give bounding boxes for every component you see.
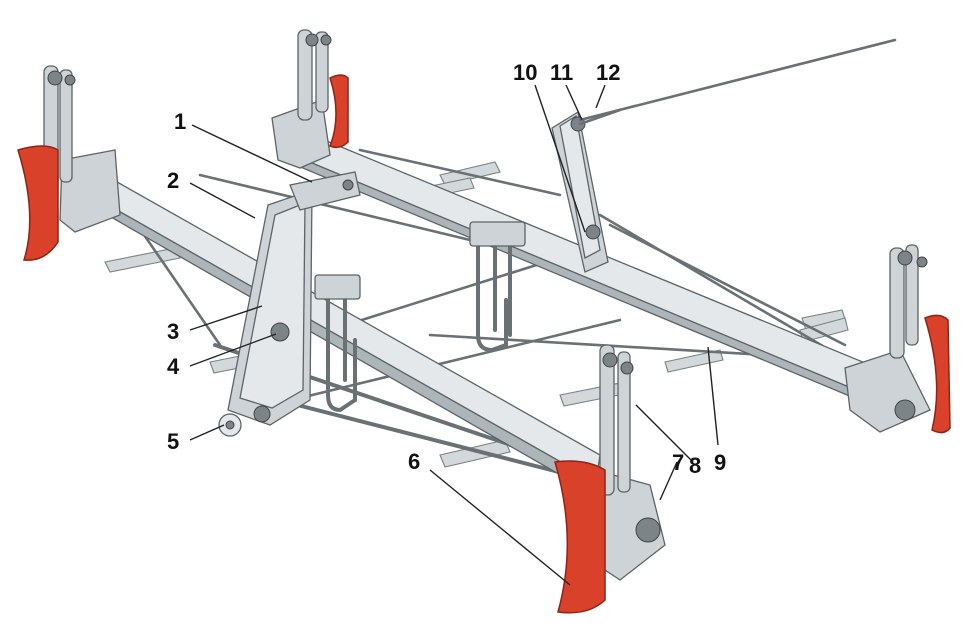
- callout-3: 3: [167, 319, 179, 344]
- callout-12: 12: [596, 60, 620, 85]
- callout-labels: 1 2 3 4 5 6 7 8 9 10 11 12: [167, 60, 726, 478]
- hangers: [314, 221, 526, 413]
- brake-shoe-rear-left: [329, 74, 349, 149]
- brake-shoes: [17, 74, 951, 614]
- callout-4: 4: [167, 354, 180, 379]
- front-brake-beam: [43, 65, 666, 581]
- callout-10: 10: [513, 60, 537, 85]
- brake-shoe-rear-right: [924, 314, 951, 434]
- leader-lines: [189, 84, 719, 586]
- callout-5: 5: [167, 429, 179, 454]
- callout-6: 6: [408, 449, 420, 474]
- callout-1: 1: [174, 109, 186, 134]
- brake-shoe-front-right: [554, 460, 606, 614]
- callout-11: 11: [550, 60, 573, 85]
- callout-2: 2: [167, 168, 179, 193]
- center-lever: [551, 38, 897, 273]
- callout-7: 7: [672, 450, 684, 475]
- callout-8: 8: [689, 453, 701, 478]
- callout-9: 9: [714, 450, 726, 475]
- vertical-lever: [218, 171, 361, 437]
- brake-shoe-left: [17, 145, 59, 261]
